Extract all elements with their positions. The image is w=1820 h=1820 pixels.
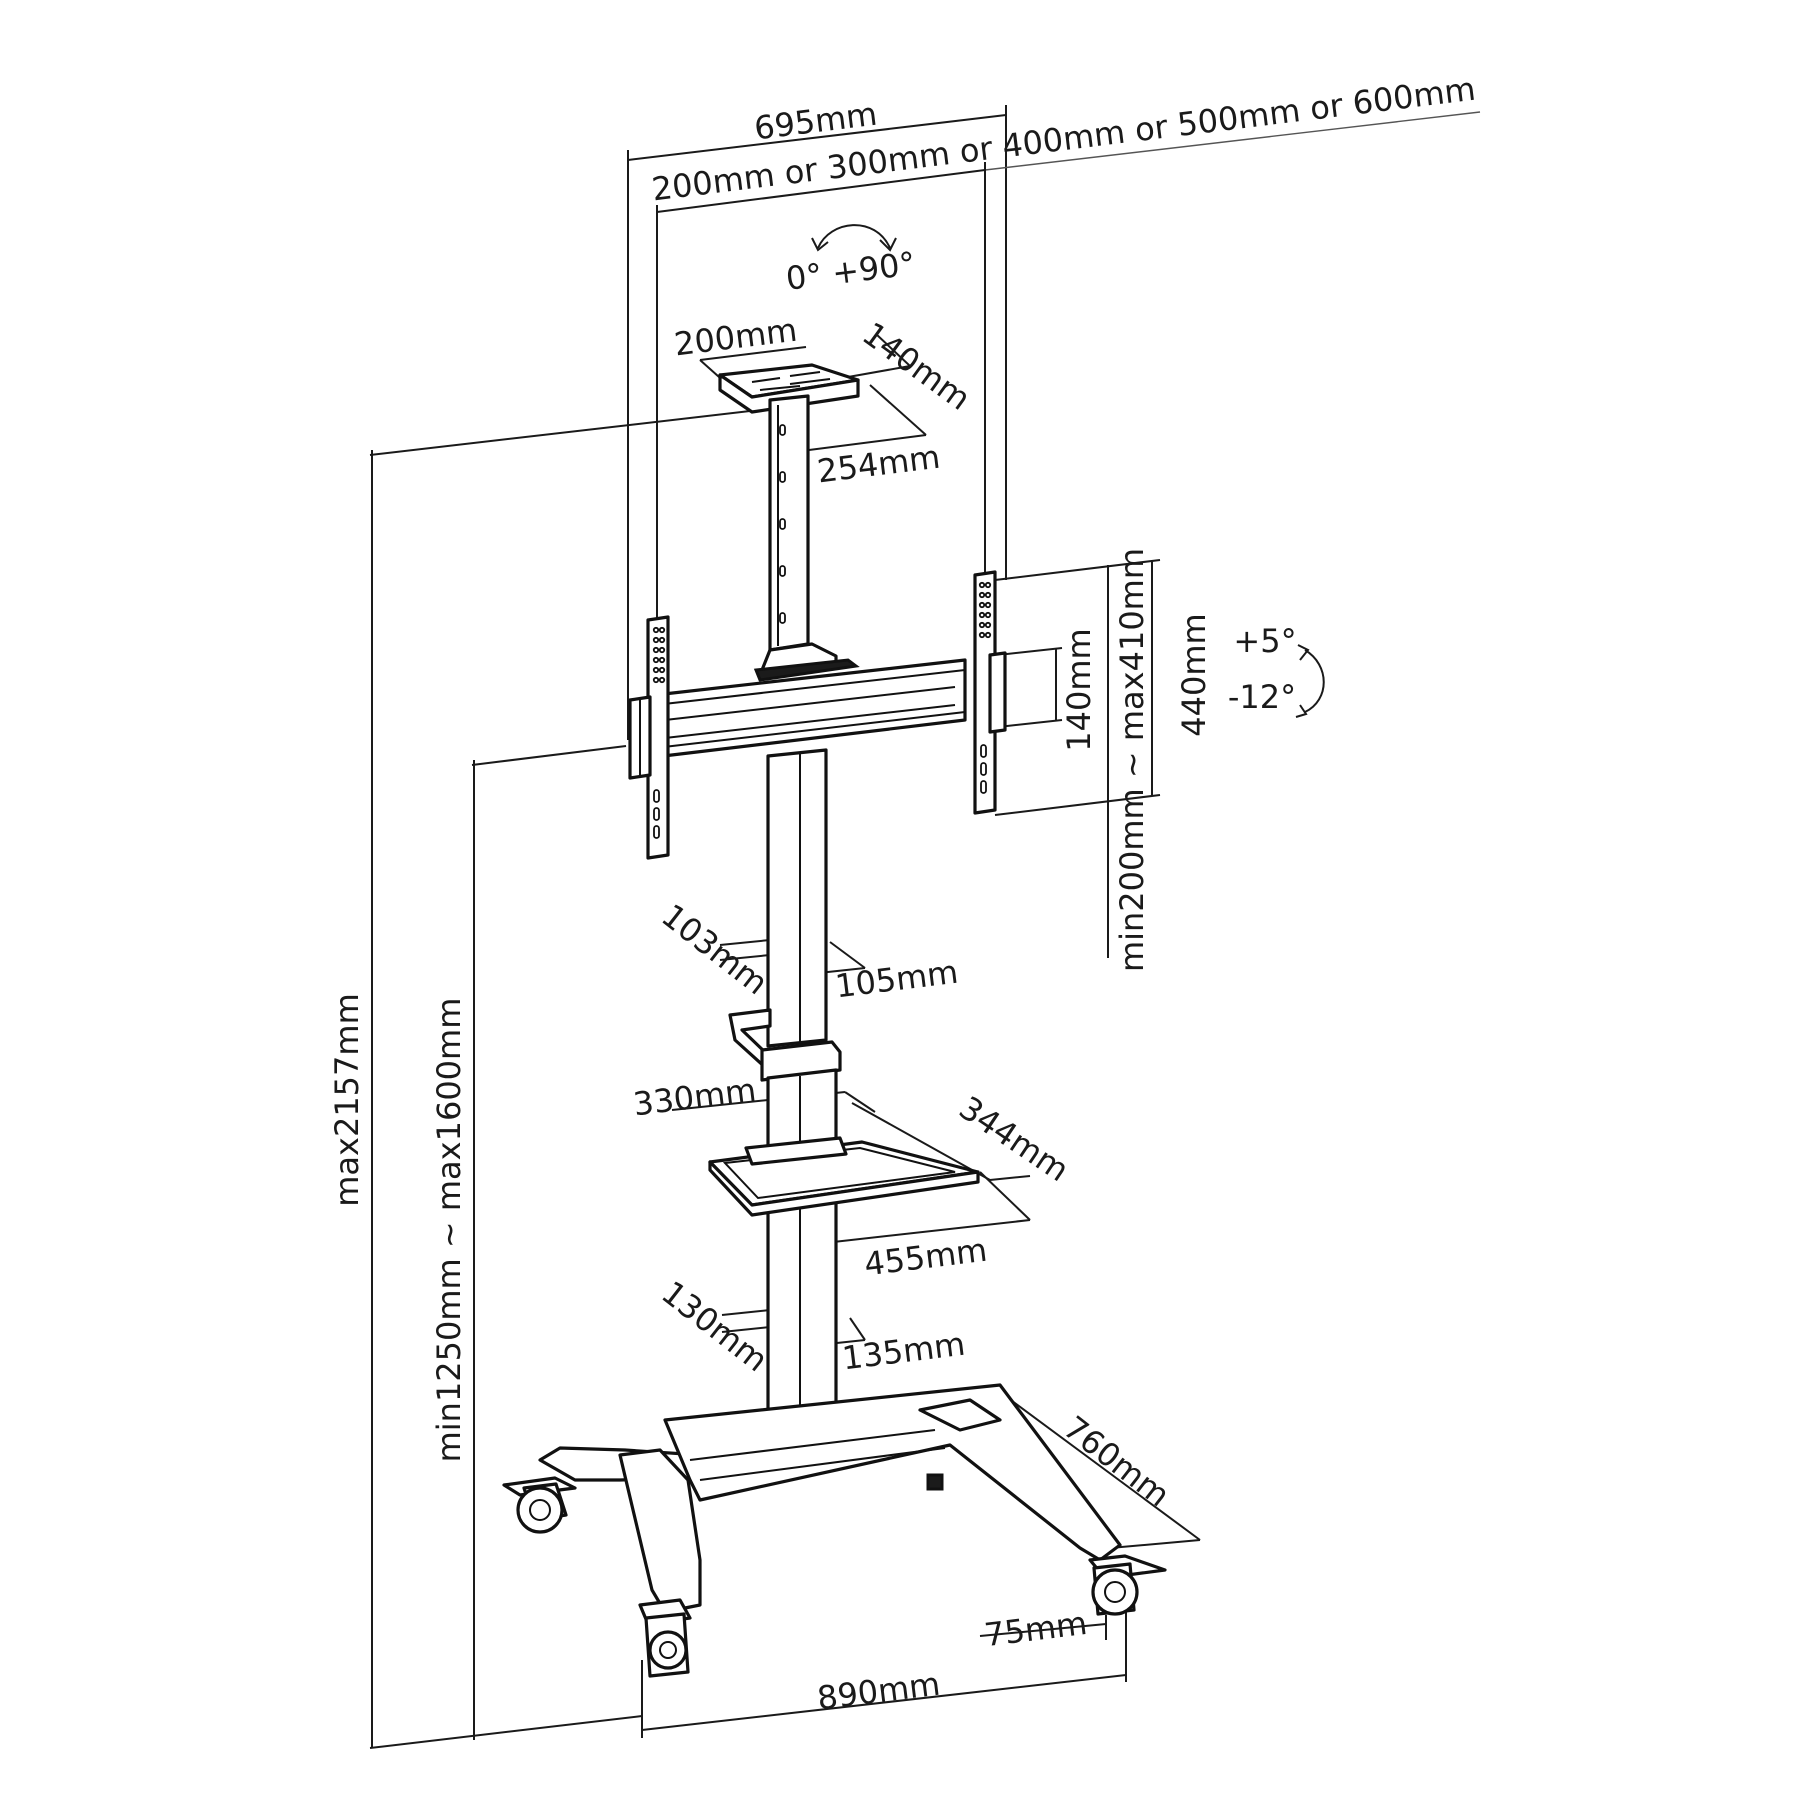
tilt-down-label: -12° [1228, 678, 1296, 716]
tv-stand [502, 363, 1167, 1678]
vesa-height-range-label: min200mm ~ max410mm [1113, 548, 1151, 972]
dimension-labels: 695mm 200mm or 300mm or 400mm or 500mm o… [328, 70, 1478, 1718]
lower-pole-depth-label: 130mm [654, 1273, 775, 1379]
tray-height-label: 254mm [815, 438, 942, 491]
base [538, 1383, 1122, 1614]
tilt-up-label: +5° [1233, 622, 1296, 660]
total-width-label: 695mm [752, 95, 879, 148]
shelf-back-label: 455mm [862, 1231, 989, 1284]
shelf [708, 1136, 980, 1217]
upper-pole-depth-label: 103mm [654, 896, 775, 1002]
tray-slots [751, 371, 831, 391]
base-width-label: 890mm [815, 1665, 942, 1718]
tray-post-holes [779, 424, 786, 624]
dimension-lines [369, 105, 1481, 1749]
left-arm-holes [652, 626, 666, 839]
bracket-height-label: 440mm [1175, 613, 1213, 736]
tray-depth-label: 140mm [855, 314, 977, 417]
max-height-label: max2157mm [328, 993, 366, 1207]
left-vesa-arm [628, 615, 670, 860]
screen-center-range-label: min1250mm ~ max1600mm [430, 998, 468, 1463]
upper-pole-width-label: 105mm [833, 953, 960, 1006]
rotation-label: 0° +90° [784, 244, 918, 298]
bracket-spacing-label: 140mm [1060, 628, 1098, 751]
right-arm-holes [978, 581, 992, 794]
camera-tray [718, 363, 860, 652]
tray-width-label: 200mm [672, 311, 799, 364]
right-vesa-arm [973, 570, 1007, 815]
casters [502, 1476, 1167, 1678]
crossbar [653, 658, 967, 759]
caster-size-label: 75mm [982, 1604, 1089, 1654]
shelf-front-label: 330mm [631, 1071, 758, 1124]
